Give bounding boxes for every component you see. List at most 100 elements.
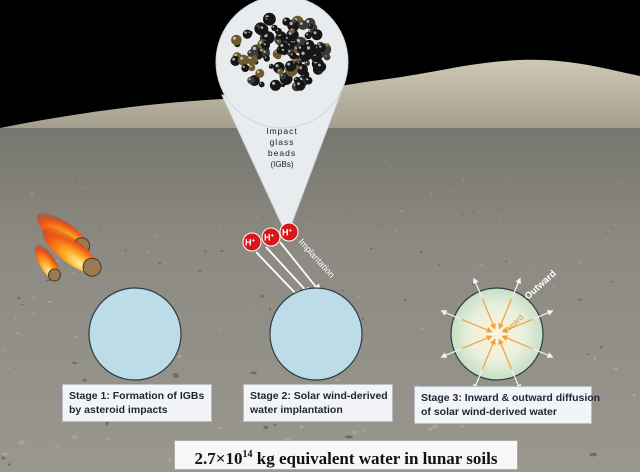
- rock: [400, 210, 403, 212]
- rock: [370, 248, 372, 250]
- bead-highlight: [300, 22, 303, 25]
- bead-highlight: [314, 31, 317, 34]
- glass-bead: [248, 31, 253, 36]
- bead-highlight: [278, 40, 279, 41]
- glass-bead: [247, 50, 254, 57]
- rock: [7, 368, 10, 369]
- glass-bead: [298, 20, 308, 30]
- rock: [178, 355, 181, 358]
- rock: [531, 211, 533, 212]
- rock: [505, 261, 507, 263]
- glass-bead: [241, 64, 249, 72]
- rock: [124, 250, 126, 251]
- glass-bead: [325, 43, 329, 47]
- rock: [308, 216, 309, 217]
- rock: [220, 250, 224, 252]
- stage-caption-line: water implantation: [250, 403, 386, 417]
- rock: [460, 425, 463, 427]
- rock: [72, 362, 77, 364]
- glass-bead: [316, 62, 326, 72]
- rock: [622, 183, 623, 184]
- glass-bead: [308, 24, 313, 29]
- bead-highlight: [263, 51, 265, 53]
- rock: [432, 425, 438, 429]
- bubble-label-line: (IGBs): [270, 160, 293, 169]
- rock: [154, 236, 157, 237]
- rock: [83, 140, 84, 141]
- bead-highlight: [284, 19, 286, 21]
- glass-bead: [259, 25, 269, 35]
- rock: [578, 262, 581, 264]
- rock: [220, 226, 222, 227]
- bead-highlight: [253, 47, 256, 50]
- rock: [172, 373, 179, 375]
- bead-highlight: [295, 78, 297, 80]
- bead-highlight: [272, 26, 274, 28]
- rock: [46, 280, 51, 282]
- bead-highlight: [318, 64, 321, 67]
- rock: [578, 299, 582, 301]
- bead-highlight: [280, 44, 283, 47]
- rock: [589, 453, 597, 457]
- rock: [299, 425, 303, 428]
- rock: [479, 263, 483, 265]
- glass-bead: [311, 29, 322, 40]
- rock: [462, 179, 464, 180]
- rock: [587, 353, 590, 355]
- rock: [499, 229, 502, 230]
- rock: [343, 142, 345, 143]
- rock: [263, 426, 268, 429]
- bead-highlight: [309, 31, 310, 32]
- bead-highlight: [260, 83, 262, 85]
- glass-bead: [277, 39, 282, 44]
- glass-bead: [265, 17, 270, 22]
- bead-highlight: [306, 62, 308, 64]
- rock: [362, 429, 365, 431]
- rock: [600, 346, 603, 348]
- stage1-glass-bead: [89, 288, 181, 380]
- glass-bead: [292, 61, 297, 66]
- rock: [472, 283, 475, 285]
- rock: [75, 336, 78, 338]
- bead-highlight: [306, 33, 308, 35]
- rock: [84, 187, 86, 188]
- glass-bead: [270, 80, 281, 91]
- rock: [210, 183, 211, 184]
- rock: [614, 224, 616, 225]
- bead-highlight: [275, 64, 278, 67]
- rock: [385, 160, 387, 161]
- rock: [94, 190, 95, 191]
- rock: [256, 217, 258, 218]
- rock: [498, 209, 501, 210]
- rock: [420, 251, 423, 253]
- bead-highlight: [265, 57, 267, 59]
- bubble-label-line: glass: [270, 137, 295, 147]
- rock: [461, 214, 464, 215]
- glass-bead: [289, 52, 296, 59]
- bead-highlight: [293, 62, 294, 63]
- bead-highlight: [281, 83, 282, 84]
- bead-highlight: [288, 50, 290, 52]
- bead-highlight: [282, 49, 284, 51]
- glass-bead: [247, 77, 254, 84]
- glass-bead: [277, 68, 283, 74]
- bead-highlight: [266, 18, 267, 19]
- stage-caption-line: Stage 2: Solar wind-derived: [250, 389, 386, 403]
- rock: [397, 274, 399, 275]
- rock: [195, 164, 196, 165]
- glass-bead: [285, 36, 292, 43]
- bead-highlight: [294, 41, 295, 42]
- rock: [421, 328, 425, 329]
- rock: [499, 217, 501, 218]
- rock: [378, 224, 379, 225]
- rock: [56, 260, 59, 261]
- rock: [75, 179, 77, 180]
- bead-highlight: [291, 29, 293, 31]
- rock: [395, 230, 398, 231]
- rock: [7, 463, 10, 465]
- stage3-caption: Stage 3: Inward & outward diffusion of s…: [414, 386, 592, 424]
- rock: [17, 297, 21, 299]
- stage-caption-line: by asteroid impacts: [69, 403, 205, 417]
- rock: [490, 150, 491, 151]
- rock: [230, 137, 231, 138]
